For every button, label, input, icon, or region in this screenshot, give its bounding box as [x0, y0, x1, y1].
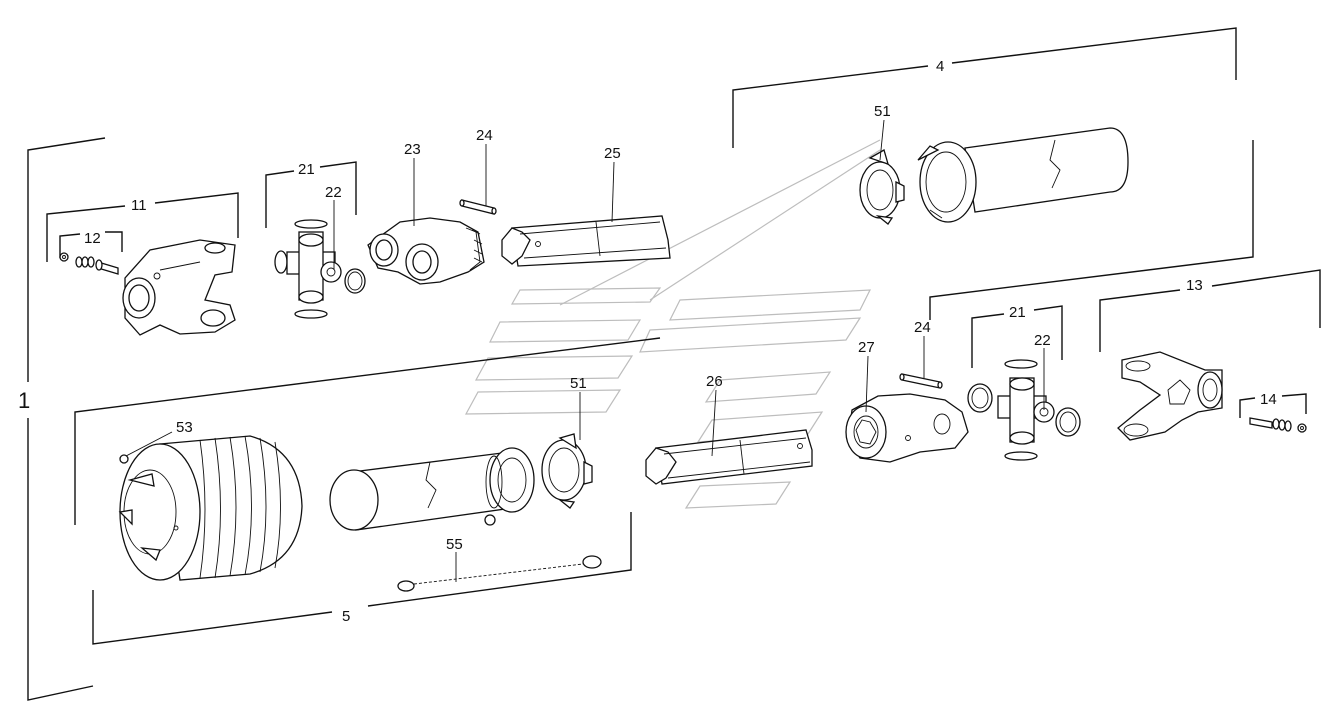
- label-22-bottom: 22: [1034, 332, 1051, 349]
- label-25: 25: [604, 145, 621, 162]
- label-24-bottom: 24: [914, 319, 931, 336]
- label-27: 27: [858, 339, 875, 356]
- leader-lines: [125, 119, 1045, 582]
- bracket-4: [732, 27, 1254, 320]
- part-27-inner-yoke: [845, 393, 969, 463]
- label-21-top: 21: [298, 161, 315, 178]
- label-22-top: 22: [325, 184, 342, 201]
- label-5: 5: [342, 608, 350, 625]
- bracket-12: [59, 231, 123, 258]
- part-21-cross-joint-bottom: [967, 359, 1081, 461]
- part-5-inner-tube: [329, 447, 535, 531]
- label-51-top: 51: [874, 103, 891, 120]
- part-55-chain: [397, 555, 602, 592]
- bracket-5: [74, 337, 661, 645]
- label-26: 26: [706, 373, 723, 390]
- part-26-profile-tube: [645, 429, 813, 485]
- bracket-21-top: [265, 161, 357, 228]
- label-53: 53: [176, 419, 193, 436]
- part-23-inner-yoke: [367, 217, 485, 285]
- label-11: 11: [131, 197, 147, 214]
- part-51-ring-top: [859, 149, 905, 225]
- bracket-13: [1099, 269, 1321, 352]
- part-4-outer-tube: [917, 127, 1129, 223]
- label-12: 12: [84, 230, 101, 247]
- label-21-bottom: 21: [1009, 304, 1026, 321]
- label-14: 14: [1260, 391, 1277, 408]
- part-24-pin-bottom: [899, 373, 943, 389]
- part-21-cross-joint-top: [274, 219, 366, 319]
- callout-labels: 1 4 5 11 12 13 14 21 21 22 22 23 24 24 2…: [18, 58, 1277, 625]
- label-55: 55: [446, 536, 463, 553]
- part-51-ring-bottom: [541, 433, 593, 509]
- part-11-yoke: [122, 239, 236, 336]
- label-13: 13: [1186, 277, 1203, 294]
- part-12-bolt-set: [59, 252, 119, 275]
- bracket-14: [1239, 393, 1307, 418]
- label-24-top: 24: [476, 127, 493, 144]
- part-24-pin-top: [459, 199, 497, 215]
- part-14-bolt-set: [1249, 417, 1307, 433]
- label-51-bottom: 51: [570, 375, 587, 392]
- label-4: 4: [936, 58, 944, 75]
- bracket-1: [27, 137, 106, 701]
- bracket-21-bottom: [971, 305, 1063, 368]
- label-1: 1: [18, 388, 30, 413]
- bracket-11: [46, 192, 239, 262]
- part-25-profile-tube: [501, 215, 671, 267]
- label-23: 23: [404, 141, 421, 158]
- part-53-guard-cone: [118, 435, 303, 581]
- part-13-yoke-right: [1117, 351, 1223, 441]
- watermark-logo: [464, 139, 881, 509]
